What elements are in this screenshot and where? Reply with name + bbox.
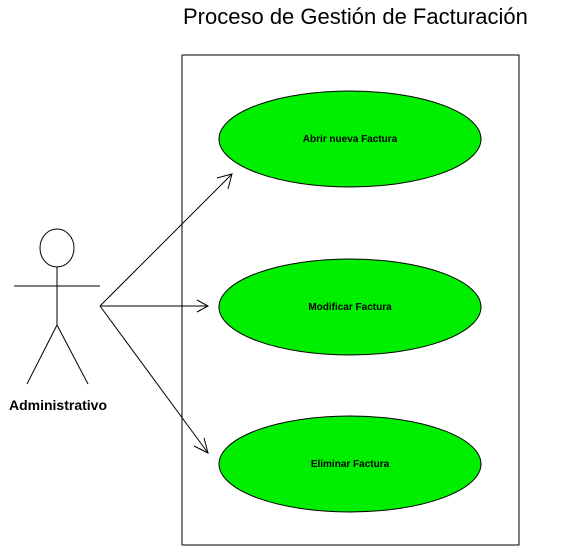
actor-right-leg	[56, 324, 89, 385]
use-case-ellipse[interactable]	[218, 90, 482, 188]
actor-head	[39, 228, 75, 268]
actor-name: Administrativo	[8, 397, 107, 413]
system-boundary	[181, 54, 520, 546]
use-case-ellipse[interactable]	[218, 415, 482, 513]
use-case-label: Eliminar Factura	[311, 459, 390, 470]
system-title: Proceso de Gestión de Facturación	[183, 4, 528, 29]
actor-figure	[14, 228, 100, 385]
use-case-label: Modificar Factura	[308, 302, 392, 313]
use-case-modificar[interactable]: Modificar Factura	[218, 258, 482, 356]
associations	[99, 173, 233, 454]
association-arrow-abrir	[99, 173, 233, 307]
use-case-ellipse[interactable]	[218, 258, 482, 356]
use-case-label: Abrir nueva Factura	[303, 134, 398, 145]
association-arrow-modificar	[100, 299, 210, 313]
use-case-eliminar[interactable]: Eliminar Factura	[218, 415, 482, 513]
actor-left-leg	[26, 324, 58, 385]
use-case-abrir[interactable]: Abrir nueva Factura	[218, 90, 482, 188]
association-arrow-eliminar	[99, 305, 209, 454]
